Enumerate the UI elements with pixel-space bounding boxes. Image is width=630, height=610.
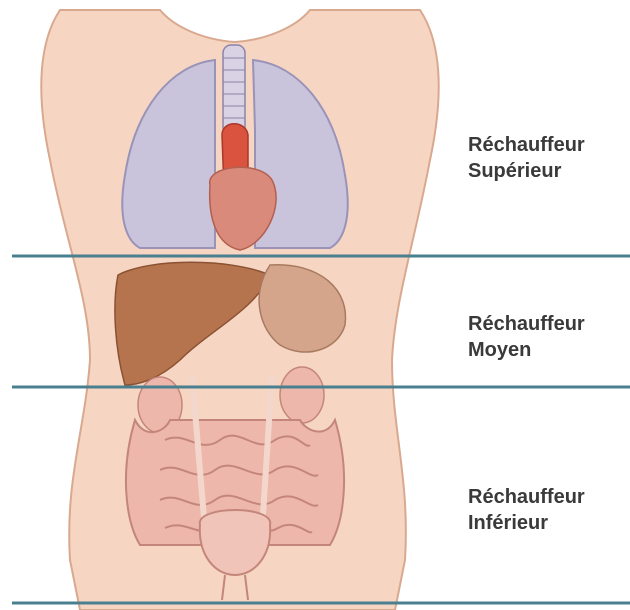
right-kidney (280, 367, 324, 423)
label-middle-burner: Réchauffeur Moyen (468, 311, 585, 363)
label-lower-burner: Réchauffeur Inférieur (468, 484, 585, 536)
label-upper-line2: Supérieur (468, 158, 585, 184)
label-lower-line2: Inférieur (468, 510, 585, 536)
label-upper-line1: Réchauffeur (468, 132, 585, 158)
label-middle-line2: Moyen (468, 337, 585, 363)
label-lower-line1: Réchauffeur (468, 484, 585, 510)
label-middle-line1: Réchauffeur (468, 311, 585, 337)
label-upper-burner: Réchauffeur Supérieur (468, 132, 585, 184)
